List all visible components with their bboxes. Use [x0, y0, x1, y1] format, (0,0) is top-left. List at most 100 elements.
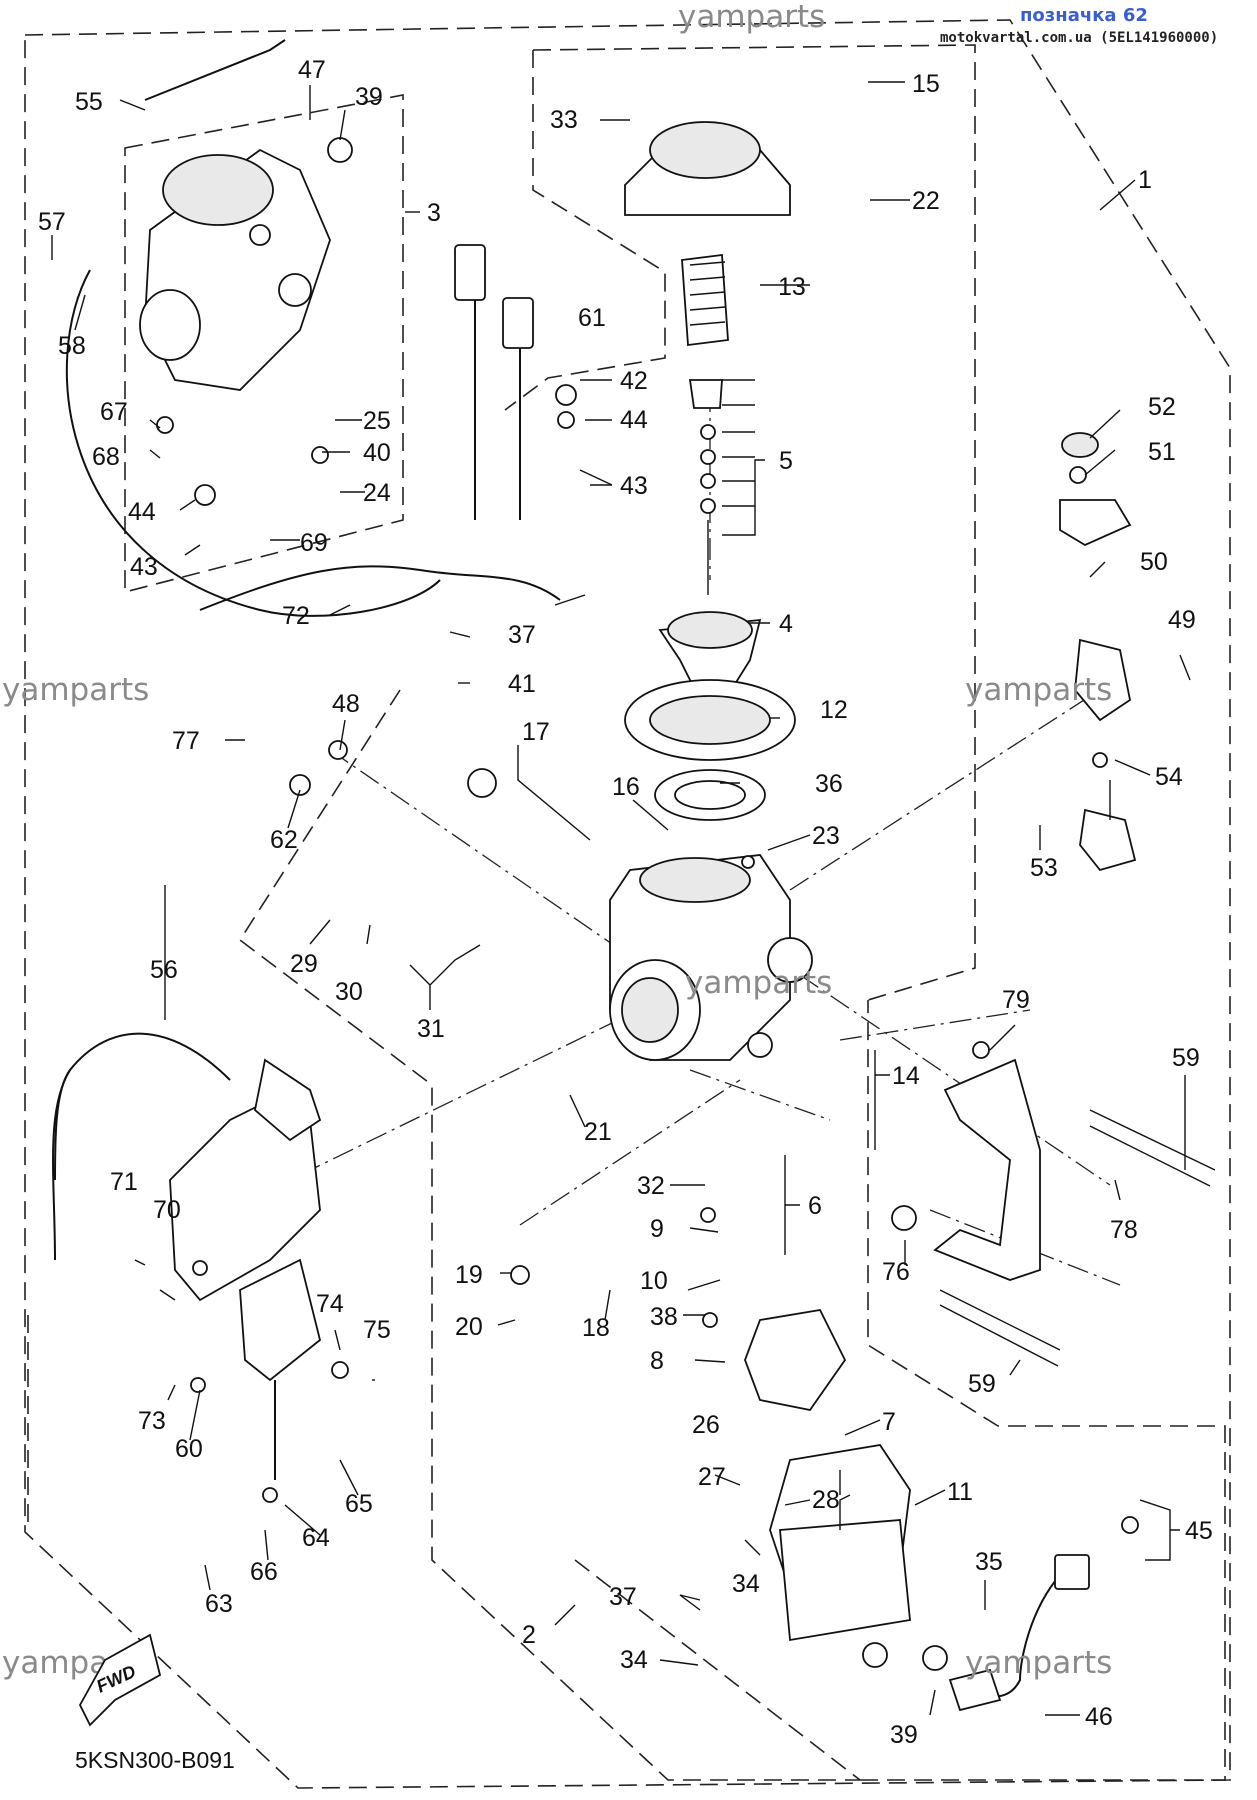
assembly-boundaries	[24, 19, 1231, 1789]
callout-46: 46	[1085, 1703, 1113, 1731]
callout-40: 40	[363, 439, 391, 467]
callout-34b: 34	[620, 1646, 648, 1674]
callout-37b: 37	[609, 1583, 637, 1611]
diagram-code: 5KSN300-B091	[75, 1747, 235, 1773]
callout-29: 29	[290, 950, 318, 978]
callout-13: 13	[778, 273, 806, 301]
watermark-center: yamparts	[685, 965, 832, 1001]
callout-50: 50	[1140, 548, 1168, 576]
callout-16: 16	[612, 773, 640, 801]
callout-61: 61	[578, 304, 606, 332]
callout-28: 28	[812, 1486, 840, 1514]
callout-77: 77	[172, 727, 200, 755]
callout-34: 34	[732, 1570, 760, 1598]
callout-3: 3	[427, 199, 441, 227]
callout-66: 66	[250, 1558, 278, 1586]
callout-11: 11	[947, 1478, 973, 1506]
callout-44: 44	[620, 406, 648, 434]
top-cover-assembly	[624, 121, 796, 821]
callout-36: 36	[815, 770, 843, 798]
callout-43b: 43	[130, 553, 158, 581]
callout-78: 78	[1110, 1216, 1138, 1244]
callout-4: 4	[779, 610, 793, 638]
callout-42: 42	[620, 367, 648, 395]
mounting-bracket	[933, 1058, 1216, 1367]
throttle-linkage	[52, 1032, 322, 1480]
callout-47: 47	[298, 56, 326, 84]
callout-35: 35	[975, 1548, 1003, 1576]
callout-69: 69	[300, 529, 328, 557]
callout-57: 57	[38, 208, 66, 236]
callout-48: 48	[332, 690, 360, 718]
callout-21: 21	[584, 1118, 612, 1146]
callout-39: 39	[355, 83, 383, 111]
callout-73: 73	[138, 1407, 166, 1435]
callout-59b: 59	[968, 1370, 996, 1398]
callout-26: 26	[692, 1411, 720, 1439]
callout-43: 43	[620, 472, 648, 500]
callout-22: 22	[912, 187, 940, 215]
callout-63: 63	[205, 1590, 233, 1618]
callout-65: 65	[345, 1490, 373, 1518]
callout-17: 17	[522, 718, 550, 746]
callout-27: 27	[698, 1463, 726, 1491]
carburetor-body	[609, 854, 813, 1061]
callout-1: 1	[1138, 166, 1152, 194]
callout-leaders	[51, 81, 1191, 1716]
callout-74: 74	[316, 1290, 344, 1318]
header-source: motokvartal.com.ua (5EL141960000)	[940, 30, 1218, 46]
callout-12: 12	[820, 696, 848, 724]
callout-53: 53	[1030, 854, 1058, 882]
callout-41: 41	[508, 670, 536, 698]
callout-7: 7	[882, 1408, 896, 1436]
callout-62: 62	[270, 826, 298, 854]
callout-39b: 39	[890, 1721, 918, 1749]
callout-numbers: 1 2 3 4 5 6 7 8 9 10 11 12 13 14 15 16 1…	[38, 56, 1213, 1749]
callout-37: 37	[508, 621, 536, 649]
callout-56: 56	[150, 956, 178, 984]
callout-44b: 44	[128, 498, 156, 526]
callout-15: 15	[912, 70, 940, 98]
callout-68: 68	[92, 443, 120, 471]
callout-25: 25	[363, 407, 391, 435]
callout-38: 38	[650, 1303, 678, 1331]
callout-33: 33	[550, 106, 578, 134]
callout-18: 18	[582, 1314, 610, 1342]
header-label: позначка 62	[1020, 5, 1148, 26]
callout-60: 60	[175, 1435, 203, 1463]
callout-14: 14	[892, 1062, 920, 1090]
carburetor-assembly-top-left	[65, 39, 561, 617]
callout-32: 32	[637, 1172, 665, 1200]
small-fasteners	[156, 137, 1139, 1671]
callout-9: 9	[650, 1215, 664, 1243]
callout-2: 2	[522, 1621, 536, 1649]
callout-49: 49	[1168, 606, 1196, 634]
callout-6: 6	[808, 1192, 822, 1220]
callout-8: 8	[650, 1347, 664, 1375]
callout-72: 72	[282, 602, 310, 630]
watermark-left: yamparts	[2, 672, 149, 708]
callout-59: 59	[1172, 1044, 1200, 1072]
callout-58: 58	[58, 332, 86, 360]
callout-55: 55	[75, 88, 103, 116]
callout-20: 20	[455, 1313, 483, 1341]
callout-54: 54	[1155, 763, 1183, 791]
callout-23: 23	[812, 822, 840, 850]
callout-31: 31	[417, 1015, 445, 1043]
callout-51: 51	[1148, 438, 1176, 466]
callout-24: 24	[363, 479, 391, 507]
callout-5: 5	[779, 447, 793, 475]
callout-76: 76	[882, 1258, 910, 1286]
watermark-top: yamparts	[678, 0, 825, 35]
callout-67: 67	[100, 398, 128, 426]
callout-45: 45	[1185, 1517, 1213, 1545]
fwd-arrow-icon: FWD	[78, 1633, 162, 1727]
callout-79: 79	[1002, 986, 1030, 1014]
callout-64: 64	[302, 1524, 330, 1552]
callout-71: 71	[110, 1168, 138, 1196]
callout-70: 70	[153, 1196, 181, 1224]
callout-30: 30	[335, 978, 363, 1006]
callout-19: 19	[455, 1261, 483, 1289]
watermark-bottom-right: yamparts	[965, 1645, 1112, 1681]
